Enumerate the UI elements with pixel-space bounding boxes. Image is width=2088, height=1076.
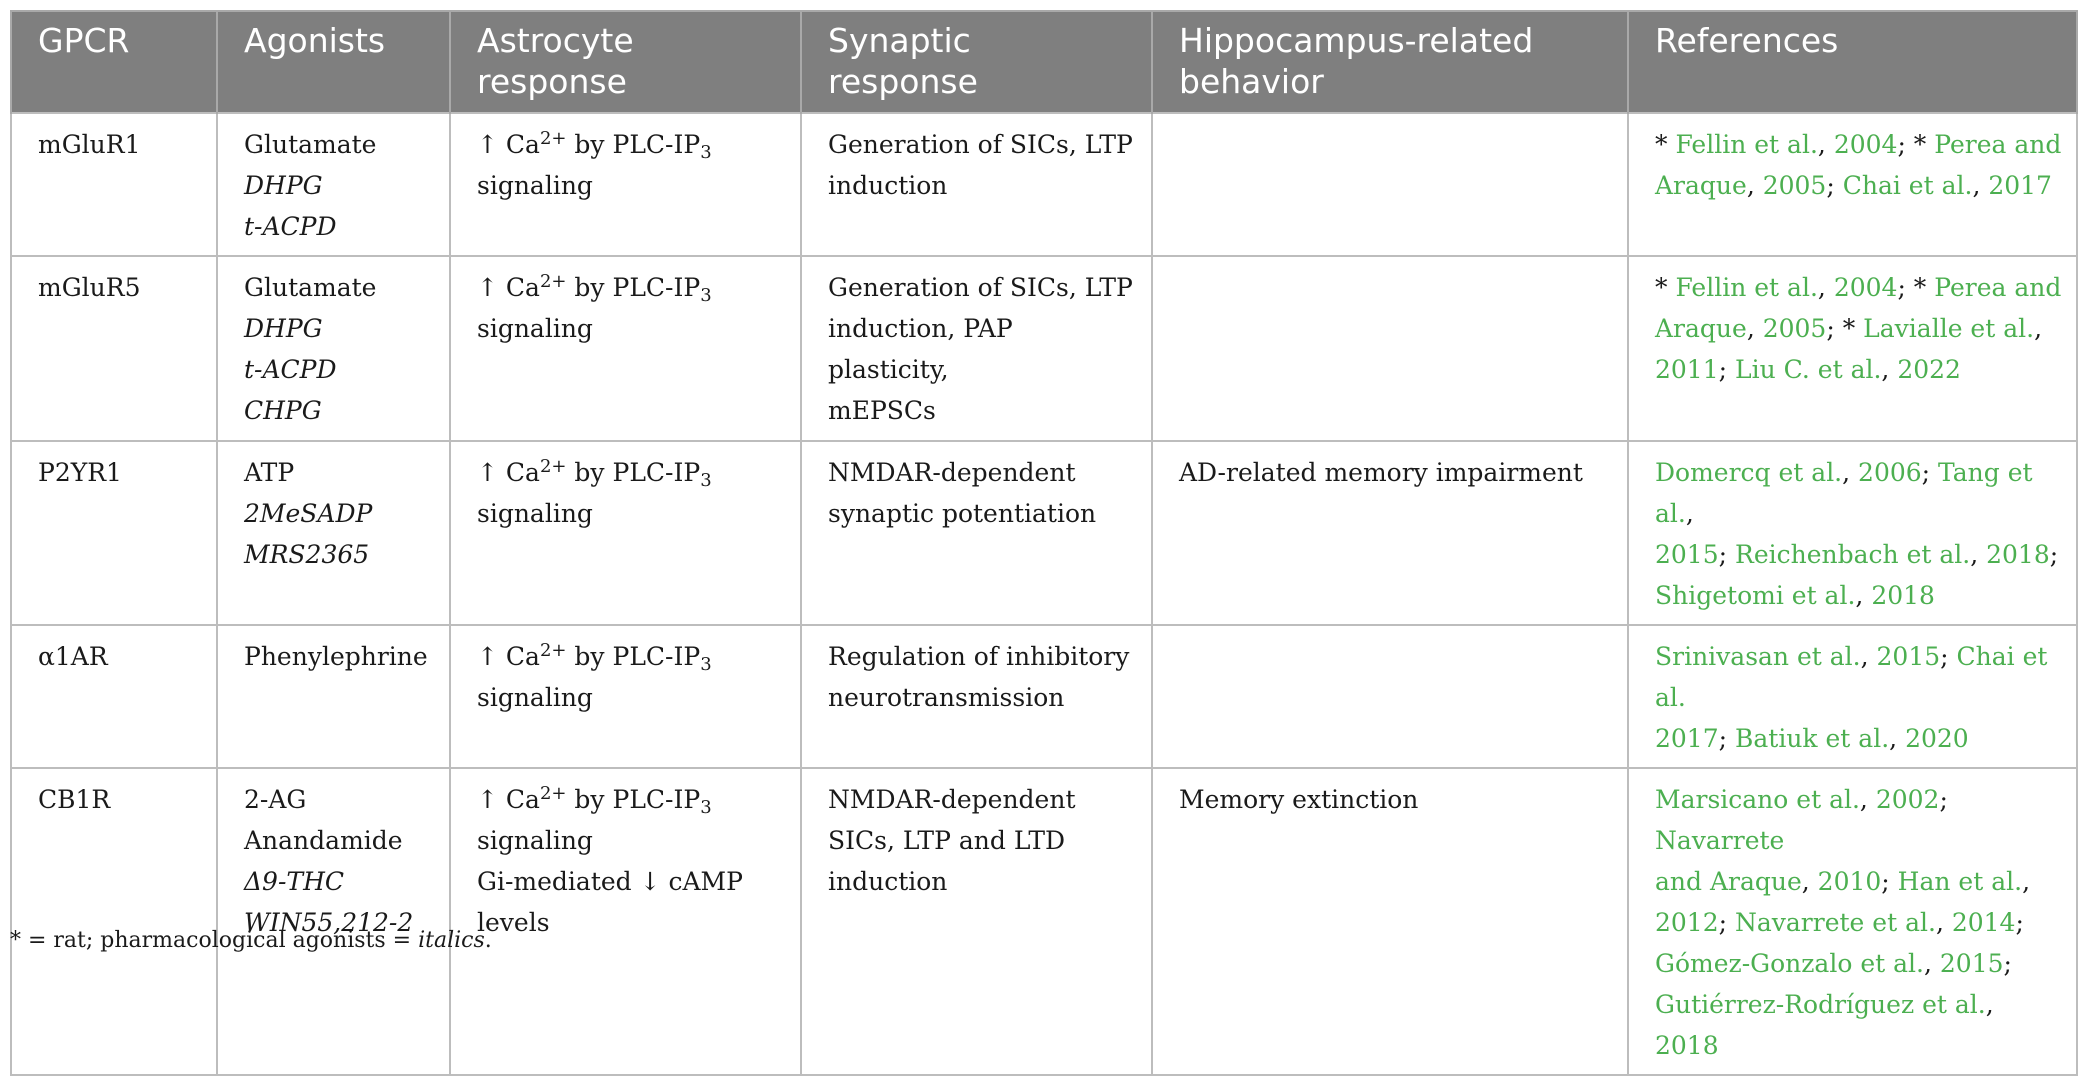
behavior-cell — [1151, 255, 1629, 442]
reference-year-link[interactable]: 2017 — [1655, 724, 1719, 753]
reference-year-link[interactable]: 2018 — [1986, 540, 2050, 569]
references-cell: Domercq et al., 2006; Tang et al., 2015;… — [1627, 440, 2078, 626]
reference-link[interactable]: Fellin et al. — [1675, 273, 1818, 302]
reference-link[interactable]: Navarrete — [1655, 826, 1785, 855]
reference-link[interactable]: Perea and — [1934, 273, 2062, 302]
reference-year-link[interactable]: 2004 — [1833, 130, 1898, 159]
agonists-cell: ATP 2MeSADP MRS2365 — [216, 440, 451, 626]
reference-link[interactable]: Fellin et al. — [1675, 130, 1818, 159]
references-cell: * Fellin et al., 2004; * Perea and Araqu… — [1627, 255, 2078, 442]
reference-year-link[interactable]: 2020 — [1905, 724, 1969, 753]
behavior-cell — [1151, 112, 1629, 257]
reference-link[interactable]: Reichenbach et al. — [1735, 540, 1971, 569]
agonists-cell: 2-AG Anandamide Δ9-THC WIN55,212-2 — [216, 767, 451, 1076]
reference-year-link[interactable]: 2017 — [1988, 171, 2052, 200]
agonists-cell: Glutamate DHPG t-ACPD CHPG — [216, 255, 451, 442]
reference-link[interactable]: Batiuk et al. — [1735, 724, 1890, 753]
reference-link[interactable]: Navarrete et al. — [1735, 908, 1936, 937]
agonists-cell: Glutamate DHPG t-ACPD — [216, 112, 451, 257]
reference-year-link[interactable]: 2014 — [1951, 908, 2016, 937]
reference-link[interactable]: Liu C. et al. — [1735, 355, 1882, 384]
astrocyte-response-cell: ↑ Ca2+ by PLC-IP3 signaling — [449, 255, 802, 442]
reference-year-link[interactable]: 2010 — [1817, 867, 1882, 896]
synaptic-response-cell: NMDAR-dependent synaptic potentiation — [800, 440, 1153, 626]
reference-link[interactable]: Lavialle et al. — [1863, 314, 2035, 343]
agonists-cell: Phenylephrine — [216, 624, 451, 769]
reference-link[interactable]: Tang et al. — [1655, 458, 2033, 528]
reference-year-link[interactable]: 2004 — [1833, 273, 1898, 302]
reference-year-link[interactable]: 2005 — [1762, 171, 1827, 200]
gpcr-cell: P2YR1 — [10, 440, 218, 626]
table-row: CB1R 2-AG Anandamide Δ9-THC WIN55,212-2 … — [10, 767, 2078, 1076]
reference-link[interactable]: Araque — [1655, 314, 1747, 343]
reference-year-link[interactable]: 2002 — [1875, 785, 1940, 814]
behavior-cell — [1151, 624, 1629, 769]
reference-link[interactable]: Srinivasan et al. — [1655, 642, 1861, 671]
synaptic-response-cell: Generation of SICs, LTP induction, PAP p… — [800, 255, 1153, 442]
reference-link[interactable]: Gutiérrez-Rodríguez et al. — [1655, 990, 1986, 1019]
reference-year-link[interactable]: 2018 — [1871, 581, 1935, 610]
reference-link[interactable]: and Araque — [1655, 867, 1802, 896]
reference-link[interactable]: Gómez-Gonzalo et al. — [1655, 949, 1924, 978]
table-row: mGluR5 Glutamate DHPG t-ACPD CHPG ↑ Ca2+… — [10, 255, 2078, 442]
astrocyte-response-cell: ↑ Ca2+ by PLC-IP3 signaling Gi-mediated … — [449, 767, 802, 1076]
reference-link[interactable]: Shigetomi et al. — [1655, 581, 1856, 610]
references-cell: * Fellin et al., 2004; * Perea and Araqu… — [1627, 112, 2078, 257]
header-references: References — [1627, 11, 2078, 113]
table-row: mGluR1 Glutamate DHPG t-ACPD ↑ Ca2+ by P… — [10, 112, 2078, 257]
header-agonists: Agonists — [216, 11, 451, 113]
reference-link[interactable]: Araque — [1655, 171, 1747, 200]
synaptic-response-cell: NMDAR-dependent SICs, LTP and LTD induct… — [800, 767, 1153, 1076]
reference-year-link[interactable]: 2018 — [1655, 1031, 1719, 1060]
astrocyte-response-cell: ↑ Ca2+ by PLC-IP3 signaling — [449, 440, 802, 626]
reference-year-link[interactable]: 2012 — [1655, 908, 1719, 937]
gpcr-cell: α1AR — [10, 624, 218, 769]
astrocyte-response-cell: ↑ Ca2+ by PLC-IP3 signaling — [449, 624, 802, 769]
table-footnote: * = rat; pharmacological agonists = ital… — [10, 928, 492, 953]
astrocyte-response-cell: ↑ Ca2+ by PLC-IP3 signaling — [449, 112, 802, 257]
reference-link[interactable]: Chai et al. — [1842, 171, 1973, 200]
gpcr-cell: mGluR5 — [10, 255, 218, 442]
references-cell: Marsicano et al., 2002; Navarrete and Ar… — [1627, 767, 2078, 1076]
table-row: P2YR1 ATP 2MeSADP MRS2365 ↑ Ca2+ by PLC-… — [10, 440, 2078, 626]
gpcr-cell: mGluR1 — [10, 112, 218, 257]
behavior-cell: Memory extinction — [1151, 767, 1629, 1076]
references-cell: Srinivasan et al., 2015; Chai et al. 201… — [1627, 624, 2078, 769]
behavior-cell: AD-related memory impairment — [1151, 440, 1629, 626]
reference-year-link[interactable]: 2005 — [1762, 314, 1827, 343]
synaptic-response-cell: Generation of SICs, LTP induction — [800, 112, 1153, 257]
gpcr-cell: CB1R — [10, 767, 218, 1076]
reference-year-link[interactable]: 2022 — [1897, 355, 1961, 384]
reference-link[interactable]: Chai et al. — [1655, 642, 2048, 712]
reference-link[interactable]: Marsicano et al. — [1655, 785, 1860, 814]
reference-year-link[interactable]: 2011 — [1655, 355, 1719, 384]
reference-year-link[interactable]: 2006 — [1858, 458, 1922, 487]
header-gpcr: GPCR — [10, 11, 218, 113]
reference-year-link[interactable]: 2015 — [1939, 949, 2004, 978]
reference-link[interactable]: Han et al. — [1897, 867, 2023, 896]
reference-year-link[interactable]: 2015 — [1655, 540, 1719, 569]
reference-link[interactable]: Domercq et al. — [1655, 458, 1843, 487]
synaptic-response-cell: Regulation of inhibitory neurotransmissi… — [800, 624, 1153, 769]
table-row: α1AR Phenylephrine ↑ Ca2+ by PLC-IP3 sig… — [10, 624, 2078, 769]
reference-link[interactable]: Perea and — [1934, 130, 2062, 159]
reference-year-link[interactable]: 2015 — [1876, 642, 1941, 671]
